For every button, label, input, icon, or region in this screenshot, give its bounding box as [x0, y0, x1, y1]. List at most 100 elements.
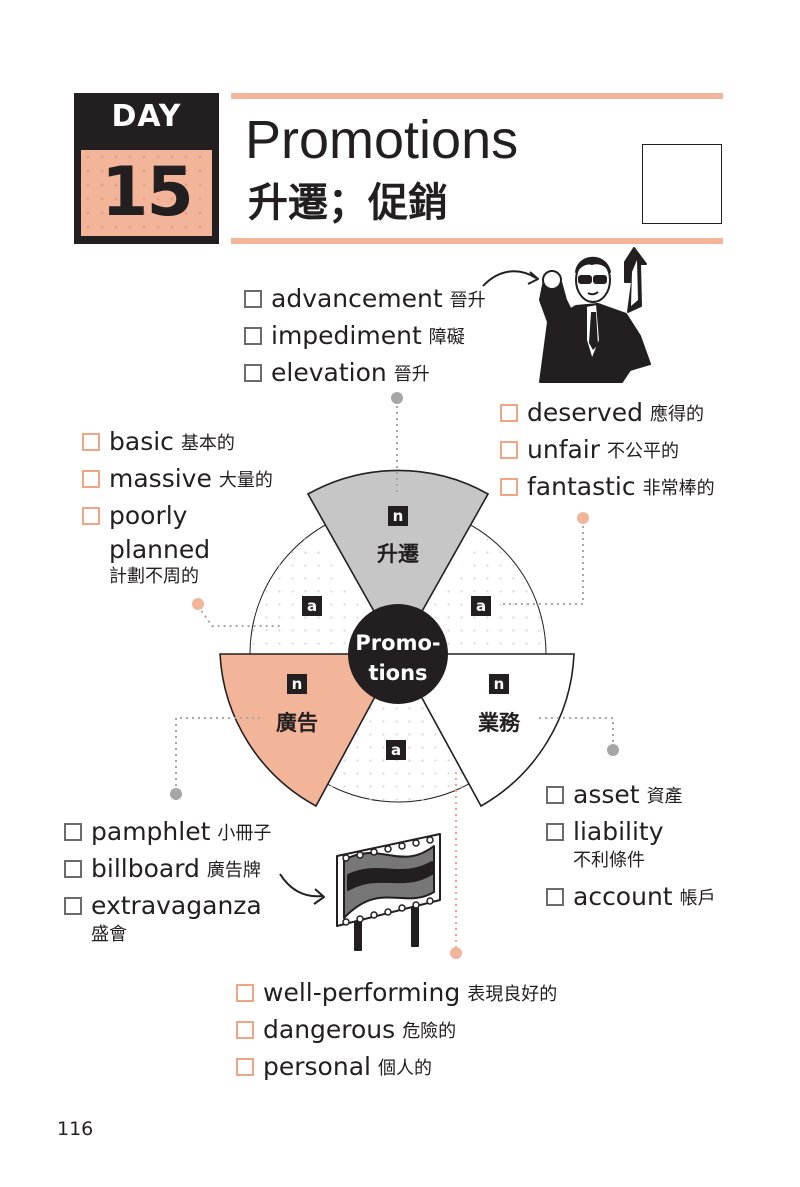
list-item[interactable]: massive 大量的: [82, 460, 273, 497]
word-checkbox[interactable]: [244, 363, 262, 382]
page-title: Promotions: [245, 110, 519, 170]
segment-right-noun: [396, 653, 575, 808]
word-checkbox[interactable]: [236, 1020, 254, 1039]
word-checkbox[interactable]: [82, 432, 100, 451]
word-en: advancement: [271, 284, 443, 313]
connector-dot-bottom: [450, 947, 462, 959]
word-en: poorly: [109, 501, 188, 530]
word-zh: 不利條件: [573, 850, 645, 871]
word-checkbox[interactable]: [82, 469, 100, 488]
connector-lines: [175, 400, 614, 792]
word-checkbox[interactable]: [236, 983, 254, 1002]
segment-top-label: 升遷: [377, 542, 419, 566]
list-item[interactable]: deserved 應得的: [500, 394, 715, 431]
word-checkbox[interactable]: [244, 289, 262, 308]
list-item[interactable]: asset 資產: [546, 776, 716, 813]
word-en-continued: planned: [109, 535, 211, 564]
list-item[interactable]: extravaganza: [64, 887, 271, 924]
word-zh: 危險的: [402, 1020, 457, 1042]
connector-dot-top-right: [577, 512, 589, 524]
day-number: 15: [101, 153, 194, 232]
word-checkbox[interactable]: [546, 822, 564, 841]
adj-marker-bottom: [386, 740, 406, 760]
word-checkbox[interactable]: [244, 326, 262, 345]
center-label-line1: Promo-: [355, 631, 440, 655]
connector-dot-top: [391, 392, 403, 404]
pos-marker-left: [287, 674, 307, 694]
word-en: liability: [573, 817, 664, 846]
list-item[interactable]: dangerous 危險的: [236, 1011, 557, 1048]
list-item[interactable]: poorly: [82, 497, 273, 534]
word-zh: 障礙: [428, 326, 465, 348]
word-checkbox[interactable]: [500, 440, 518, 459]
pos-marker-top: [388, 506, 408, 526]
word-zh: 資產: [646, 785, 683, 807]
word-en: extravaganza: [91, 891, 262, 920]
word-zh: 大量的: [218, 469, 273, 491]
word-en: massive: [109, 464, 212, 493]
adj-right-text: a: [476, 597, 486, 615]
day-number-background: [81, 150, 212, 236]
word-en: account: [573, 882, 673, 911]
word-zh: 晉升: [393, 363, 430, 385]
segment-left-noun: [219, 653, 400, 808]
word-en: deserved: [527, 398, 643, 427]
connector-dot-bottom-left: [170, 788, 182, 800]
day-label: DAY: [111, 99, 182, 134]
list-item[interactable]: liability: [546, 813, 716, 850]
list-item[interactable]: fantastic 非常棒的: [500, 468, 715, 505]
list-item[interactable]: billboard 廣告牌: [64, 850, 271, 887]
day-complete-checkbox[interactable]: [642, 144, 722, 224]
list-item[interactable]: basic 基本的: [82, 423, 273, 460]
word-en: asset: [573, 780, 640, 809]
connector-dot-top-left: [192, 598, 204, 610]
word-zh: 非常棒的: [642, 477, 715, 499]
word-checkbox[interactable]: [500, 477, 518, 496]
word-en: dangerous: [263, 1015, 396, 1044]
word-en: billboard: [91, 854, 200, 883]
word-zh: 盛會: [91, 924, 127, 945]
word-checkbox[interactable]: [236, 1057, 254, 1076]
word-zh: 帳戶: [679, 887, 716, 909]
pos-left-text: n: [292, 675, 303, 693]
word-zh: 晉升: [449, 289, 486, 311]
word-checkbox[interactable]: [500, 403, 518, 422]
word-checkbox[interactable]: [64, 859, 82, 878]
page-number: 116: [57, 1118, 94, 1140]
adj-left-text: a: [307, 597, 317, 615]
word-checkbox[interactable]: [64, 822, 82, 841]
businessman-icon: [482, 247, 651, 383]
word-zh: 小冊子: [217, 822, 272, 844]
wedge-adj-bottom: [323, 654, 473, 803]
word-zh: 基本的: [180, 432, 235, 454]
word-zh: 不公平的: [607, 440, 680, 462]
word-en: fantastic: [527, 472, 636, 501]
segment-right-label: 業務: [478, 711, 521, 735]
list-item[interactable]: account 帳戶: [546, 878, 716, 915]
word-en: well-performing: [263, 978, 461, 1007]
word-zh: 應得的: [649, 403, 704, 425]
word-checkbox[interactable]: [64, 896, 82, 915]
word-zh: 廣告牌: [206, 859, 261, 881]
list-bottom-right: asset 資產 liability 不利條件 account 帳戶: [546, 776, 716, 915]
word-checkbox[interactable]: [546, 785, 564, 804]
wheel-center: [348, 604, 448, 704]
word-checkbox[interactable]: [546, 887, 564, 906]
word-en: basic: [109, 427, 174, 456]
word-checkbox[interactable]: [82, 506, 100, 525]
list-item[interactable]: advancement 晉升: [244, 280, 486, 317]
pos-top-text: n: [393, 507, 404, 525]
adj-marker-right: [471, 596, 491, 616]
